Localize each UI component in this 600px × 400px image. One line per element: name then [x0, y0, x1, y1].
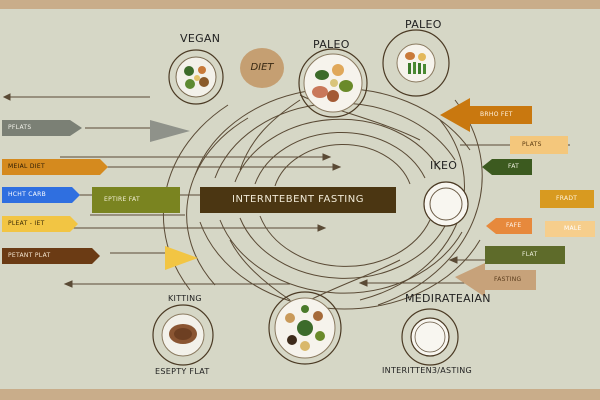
- tag-male: MALE: [564, 225, 582, 232]
- arrow-meal-diet: [2, 159, 108, 175]
- arrow-head-yellow: [165, 246, 198, 270]
- bottom-frame-strip: [0, 389, 600, 400]
- right-arrow-shapes: [440, 98, 595, 297]
- plate-mediterranean: [401, 308, 459, 366]
- label-ikeo: IKEO: [430, 159, 458, 172]
- arrow-fafe: [486, 218, 532, 234]
- label-mediterranean: MEDIRATEAIAN: [405, 292, 491, 305]
- tag-pleat: PLEAT - IET: [8, 220, 45, 227]
- label-esepty-flat: ESEPTY FLAT: [155, 367, 210, 376]
- plate-ikeo: [423, 181, 469, 227]
- tag-brho-fet: BRHO FET: [480, 111, 513, 118]
- tag-fasting: FASTING: [494, 276, 522, 283]
- box-fradt: [540, 190, 594, 208]
- label-paleo-right: PALEO: [405, 18, 442, 31]
- box-male: [545, 221, 595, 237]
- arrow-pflats: [2, 120, 82, 136]
- arrow-brho-fet: [440, 98, 532, 132]
- arrow-pleat: [2, 216, 78, 232]
- label-kitting: KITTING: [168, 294, 202, 303]
- arrow-fat: [482, 159, 532, 175]
- box-eptire-fat: [92, 187, 180, 213]
- top-frame-strip: [0, 0, 600, 9]
- tag-fradt: FRADT: [556, 195, 578, 202]
- plates: [152, 29, 469, 366]
- tag-plats: PLATS: [522, 141, 542, 148]
- box-flat: [485, 246, 565, 264]
- tag-fat: FAT: [508, 163, 520, 170]
- diet-bubble: DIET: [240, 48, 284, 88]
- arrow-fasting: [455, 263, 536, 297]
- tag-pflats: PFLATS: [8, 124, 32, 131]
- plate-vegan: [168, 49, 224, 105]
- arrow-head-grey: [150, 120, 190, 142]
- tag-eptire-fat: EPTIRE FAT: [104, 196, 140, 203]
- arrow-hcht-carb: [2, 187, 80, 203]
- box-plats: [510, 136, 568, 154]
- left-arrow-shapes: [2, 120, 198, 270]
- plate-paleo-center: [298, 48, 368, 118]
- tag-petant-plat: PETANT PLAT: [8, 252, 51, 259]
- tag-fafe: FAFE: [506, 222, 522, 229]
- tag-flat: FLAT: [522, 251, 538, 258]
- arrow-petant-plat: [2, 248, 100, 264]
- label-interittent: INTERITTEN3/ASTING: [382, 366, 473, 375]
- label-paleo-center: PALEO: [313, 38, 350, 51]
- plate-kitting: [152, 304, 214, 366]
- tag-meal-diet: MEIAL DIET: [8, 163, 45, 170]
- label-vegan: VEGAN: [180, 32, 221, 45]
- center-box-intermittent-fasting: INTERNTEBENT FASTING: [200, 187, 396, 213]
- plate-bottom-center: [268, 291, 342, 365]
- tag-hcht-carb: HCHT CARB: [8, 191, 47, 198]
- plate-paleo-right: [382, 29, 450, 97]
